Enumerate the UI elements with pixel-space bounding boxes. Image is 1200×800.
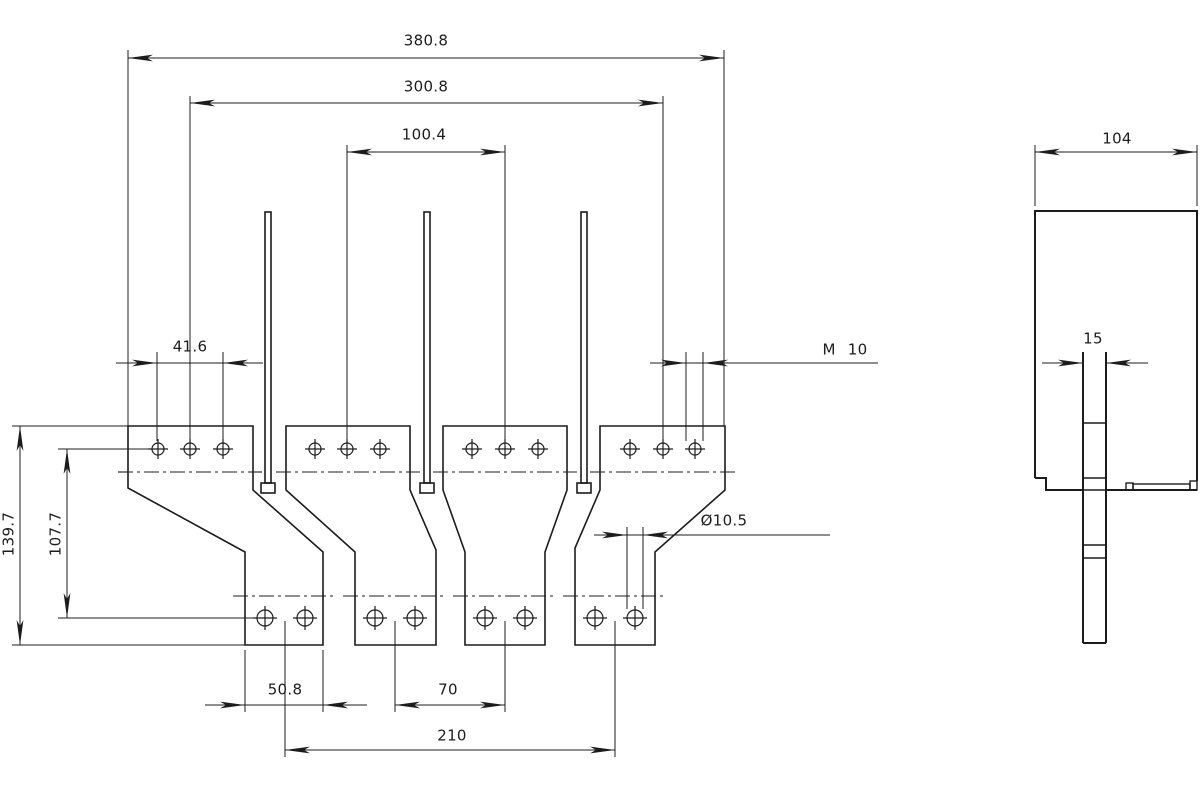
top-flange-holes xyxy=(147,438,706,460)
dimension-lines xyxy=(12,50,1198,757)
dim-label-outer-top-centers: 300.8 xyxy=(403,77,449,96)
bottom-tab-holes xyxy=(252,605,648,631)
pole-bracket-3 xyxy=(442,425,568,646)
barrier-pin-3 xyxy=(576,211,592,494)
dim-label-overall-height: 139.7 xyxy=(0,511,18,557)
front-view xyxy=(127,211,726,646)
side-blade xyxy=(1082,352,1107,644)
dim-label-bottom-hole-dia: Ø10.5 xyxy=(700,511,748,530)
barrier-pin-2 xyxy=(419,211,435,494)
dim-label-overall-width: 380.8 xyxy=(403,31,449,50)
dim-label-blade-width: 15 xyxy=(1083,329,1103,348)
side-rail-end-right xyxy=(1189,480,1198,491)
dim-label-bottom-pitch: 70 xyxy=(438,680,458,699)
pole-bracket-1 xyxy=(127,425,324,646)
side-view xyxy=(1034,210,1198,644)
dim-label-tab-width: 50.8 xyxy=(267,680,303,699)
dim-label-hole-center-height: 107.7 xyxy=(46,511,65,557)
dim-label-side-depth: 104 xyxy=(1102,129,1132,148)
centerlines xyxy=(118,471,735,597)
dim-label-top-pitch: 100.4 xyxy=(401,125,447,144)
dim-label-thread: M 10 xyxy=(822,340,868,359)
dim-label-bottom-outer-centers: 210 xyxy=(437,726,467,745)
pole-bracket-4 xyxy=(574,425,726,646)
dim-label-top-hole-span: 41.6 xyxy=(172,337,208,356)
side-body xyxy=(1034,210,1198,481)
side-body-step xyxy=(1035,477,1083,491)
side-rail-end-left xyxy=(1125,482,1134,491)
barrier-pin-1 xyxy=(260,211,276,494)
pole-bracket-2 xyxy=(285,425,437,646)
dimension-arrowheads xyxy=(16,54,1197,754)
